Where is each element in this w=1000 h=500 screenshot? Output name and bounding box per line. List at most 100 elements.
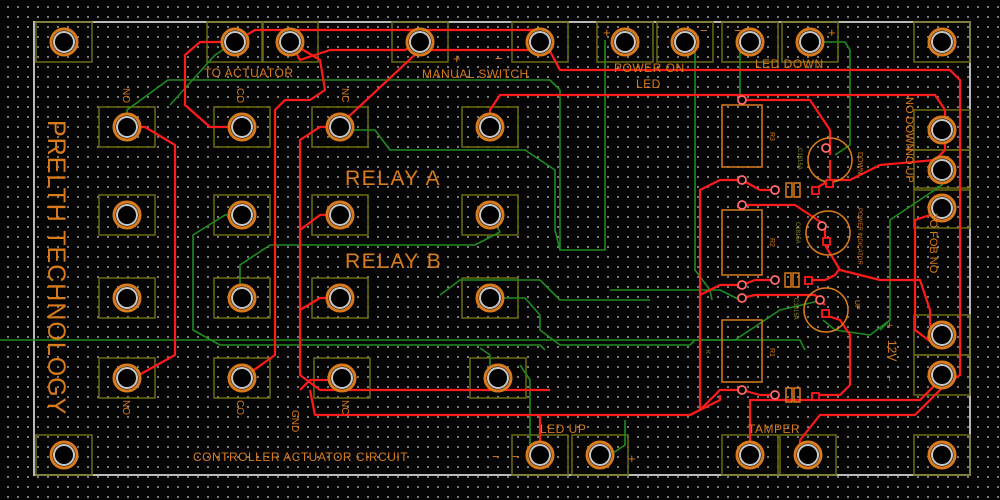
label-led-down-minus: −	[734, 23, 742, 38]
ref-q2: POWER INDICATOR	[856, 208, 862, 265]
label-power-plus: +	[603, 25, 611, 40]
capacitor-c1b-outline	[793, 387, 801, 403]
via	[737, 385, 747, 395]
via	[737, 95, 747, 105]
pad-hole	[479, 116, 501, 138]
trace-green	[684, 41, 713, 301]
label-12v-plus: +	[883, 322, 895, 328]
pad-hole	[116, 287, 138, 309]
trace-red	[339, 41, 546, 128]
label-12v: 12V	[885, 340, 899, 361]
trace-red	[183, 40, 235, 129]
label-tamper: TAMPER	[748, 422, 800, 436]
pad-footprint	[213, 277, 271, 319]
pad-footprint	[721, 21, 779, 63]
pad-hole	[931, 159, 953, 181]
pad-footprint	[913, 187, 971, 229]
label-controller-actuator-circuit: CONTROLLER ACTUATOR CIRCUIT	[193, 450, 408, 464]
trace-red	[741, 179, 775, 192]
pad-footprint	[596, 21, 654, 63]
trace-green	[610, 289, 741, 301]
trace-red	[308, 389, 722, 417]
pad-hole	[931, 197, 953, 219]
trace-green	[239, 214, 501, 298]
pad-hole	[529, 31, 551, 53]
trace-green	[439, 279, 650, 301]
label-footer-minus: −	[492, 449, 500, 464]
trace-red	[689, 178, 742, 416]
capacitor-c3b-outline	[793, 182, 801, 198]
pad-hole	[329, 204, 351, 226]
label-to-fob-no: TO FOB NO	[927, 213, 939, 274]
smd-pad	[825, 179, 834, 188]
via	[770, 390, 780, 400]
trace-red	[289, 41, 421, 62]
label-manual-switch: MANUAL SWITCH	[422, 67, 529, 81]
capacitor-c2-outline	[784, 272, 792, 288]
trace-red	[699, 283, 742, 296]
label-12v-minus: −	[883, 375, 895, 381]
pad-hole	[931, 444, 953, 466]
smd-pad	[811, 186, 820, 195]
via	[770, 275, 780, 285]
pad-hole	[797, 444, 819, 466]
pad-footprint	[98, 357, 156, 399]
trace-red	[299, 378, 330, 391]
pad-hole	[739, 444, 761, 466]
pad-footprint	[913, 149, 971, 191]
label-led-up-plus: +	[628, 451, 636, 466]
label-power-on: POWER ON	[614, 61, 685, 75]
trace-red	[127, 125, 177, 381]
trace-red	[742, 98, 832, 155]
trace-red	[748, 379, 943, 455]
trace-red	[815, 313, 852, 397]
pad-hole	[674, 31, 696, 53]
smd-pad	[822, 237, 831, 246]
pad-hole	[739, 31, 761, 53]
capacitor-c2b-outline	[792, 272, 800, 288]
pad-hole	[53, 444, 75, 466]
bottom-copper-layer	[0, 40, 943, 456]
ref-q1: UP	[853, 300, 860, 310]
trace-green	[609, 420, 626, 456]
pad-footprint	[35, 434, 93, 476]
pad-hole	[116, 204, 138, 226]
label-to-actuator: TO ACTUATOR	[204, 66, 294, 80]
trace-red	[298, 125, 550, 392]
trace-green	[126, 40, 606, 251]
trace-green	[815, 41, 851, 156]
pad-footprint	[511, 21, 569, 63]
ref-q3: DOWN	[856, 152, 863, 174]
trace-red	[913, 213, 936, 346]
top-copper-layer	[127, 28, 962, 455]
via	[737, 280, 747, 290]
pad-hole	[479, 204, 501, 226]
pad-footprint	[313, 357, 371, 399]
trace-green	[490, 297, 806, 351]
pin-label-co: CO	[234, 88, 245, 103]
ref-r2: R2	[768, 238, 775, 247]
silkscreen-text: PRELTH TECHNOLOGY TO ACTUATOR MANUAL SWI…	[42, 23, 939, 466]
pad-footprint	[656, 21, 714, 63]
trace-green	[192, 214, 546, 351]
label-led-up-minus: −	[512, 449, 520, 464]
smd-pad	[811, 392, 820, 401]
trace-red	[741, 293, 826, 306]
label-relay-b: RELAY B	[345, 250, 442, 273]
trace-green	[0, 299, 824, 341]
pad-footprint	[913, 434, 971, 476]
pad-hole	[224, 31, 246, 53]
ref-k: K	[704, 350, 710, 354]
trace-red	[741, 388, 775, 397]
via	[737, 200, 747, 210]
pad-hole	[409, 31, 431, 53]
trace-red	[741, 278, 775, 287]
via	[770, 185, 780, 195]
trace-green	[822, 319, 891, 336]
transistor-q2-outline	[805, 210, 851, 256]
label-switch-plus: +	[453, 51, 461, 66]
label-led-down: LED DOWN	[755, 57, 824, 71]
pad-footprint	[469, 357, 527, 399]
